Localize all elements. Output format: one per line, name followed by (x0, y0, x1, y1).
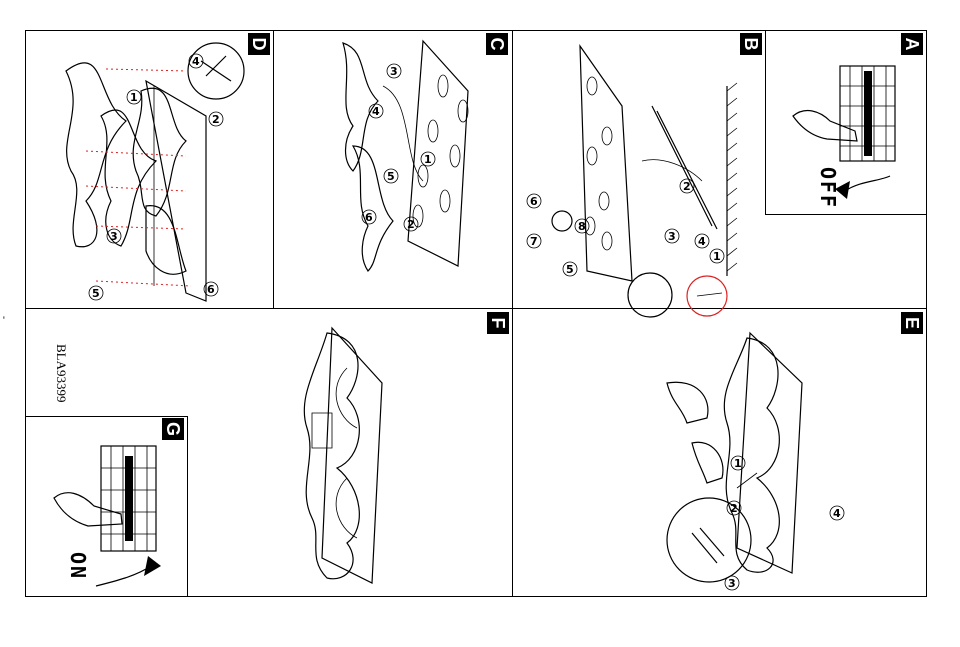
callout-b-8: 8 (578, 220, 586, 233)
callout-c-2: 2 (407, 218, 415, 231)
side-mark: - (0, 316, 9, 319)
panel-f-drawing (303, 326, 383, 584)
callout-b-2: 2 (683, 180, 691, 193)
divider-v2 (512, 31, 513, 596)
callout-b-6: 6 (530, 195, 538, 208)
callout-d-5: 5 (92, 287, 100, 300)
panel-c-drawing: 3 4 1 5 6 2 (342, 39, 469, 272)
panel-g: G ON (26, 416, 187, 596)
divider-v1 (273, 31, 274, 308)
callout-e-4: 4 (833, 507, 841, 520)
callout-c-6: 6 (365, 211, 373, 224)
model-code: BLA93399 (54, 344, 69, 403)
callout-c-1: 1 (424, 153, 432, 166)
breaker-state-off: OFF (816, 166, 841, 210)
callout-c-4: 4 (372, 105, 380, 118)
panel-d: D 4 (26, 31, 273, 308)
callout-d-6: 6 (207, 283, 215, 296)
callout-e-2: 2 (730, 502, 738, 515)
divider-g-vertical (187, 416, 188, 596)
panel-c: C 3 4 1 5 (273, 31, 512, 308)
callout-c-3: 3 (390, 65, 398, 78)
callout-e-3: 3 (728, 577, 736, 590)
breaker-panel-drawing-g (53, 445, 161, 587)
callout-b-4: 4 (698, 235, 706, 248)
panel-a: A OFF (765, 31, 926, 214)
panel-d-drawing: 4 1 2 3 5 6 (65, 42, 245, 302)
panel-e: E 1 2 3 4 (512, 308, 926, 596)
outer-frame: D 4 (25, 30, 927, 597)
callout-b-3: 3 (668, 230, 676, 243)
callout-d-3: 3 (110, 230, 118, 243)
panel-b-drawing: 6 7 8 5 3 2 4 1 (526, 44, 738, 318)
panel-b: B (512, 31, 765, 318)
callout-d-4: 4 (192, 55, 200, 68)
callout-b-7: 7 (530, 235, 538, 248)
panel-e-drawing: 1 2 3 4 (666, 331, 845, 591)
divider-g-horizontal (26, 416, 187, 417)
divider-a-vertical (765, 31, 766, 214)
callout-b-5: 5 (566, 263, 574, 276)
callout-d-2: 2 (212, 113, 220, 126)
divider-horizontal (26, 308, 926, 309)
breaker-panel-drawing-a (792, 65, 896, 199)
callout-c-5: 5 (387, 170, 395, 183)
callout-e-1: 1 (734, 457, 742, 470)
breaker-state-on: ON (66, 551, 91, 581)
callout-d-1: 1 (130, 91, 138, 104)
divider-a-horizontal (765, 214, 926, 215)
callout-b-1: 1 (713, 250, 721, 263)
panel-f: F BLA93399 (54, 308, 512, 596)
